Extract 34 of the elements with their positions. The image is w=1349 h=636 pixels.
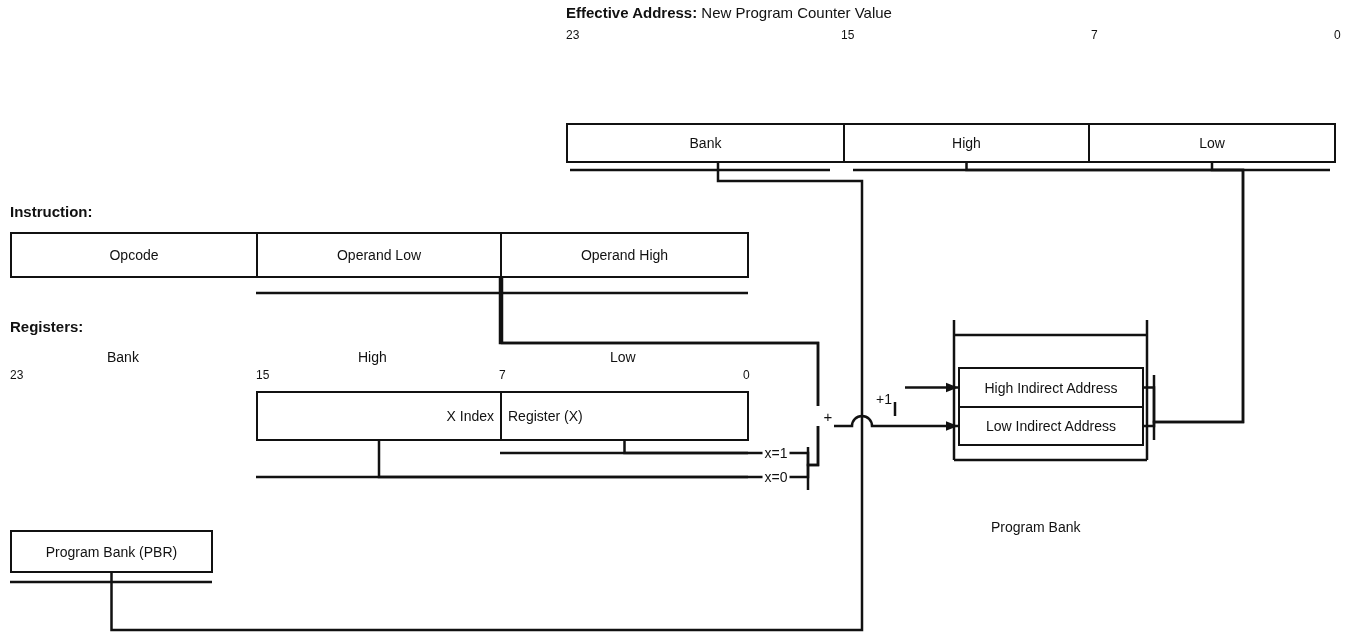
adder-sign: + <box>822 406 834 426</box>
section-heading: Registers: <box>10 318 84 335</box>
section-heading: Instruction: <box>10 203 93 220</box>
edge-label: x=1 <box>762 445 790 461</box>
register-field: High <box>843 123 1090 163</box>
field-label: +1 <box>876 391 892 407</box>
register-field: Operand Low <box>256 232 502 278</box>
bit-number: 15 <box>256 368 270 382</box>
bit-number: 7 <box>1091 28 1098 42</box>
register-field: Opcode <box>10 232 258 278</box>
connector-line <box>377 426 820 479</box>
field-label: High <box>358 349 387 365</box>
edge-label: x=0 <box>762 469 790 485</box>
bit-number: 0 <box>743 368 750 382</box>
register-field: Operand High <box>500 232 749 278</box>
bit-number: 15 <box>841 28 855 42</box>
arrow <box>834 414 958 431</box>
register-field: High Indirect Address <box>958 367 1144 408</box>
register-field: X Index <box>256 391 502 441</box>
bit-number: 23 <box>566 28 580 42</box>
register-field: Low Indirect Address <box>958 406 1144 446</box>
field-label: Program Bank <box>991 519 1081 535</box>
field-label: Low <box>610 349 636 365</box>
register-field: Program Bank (PBR) <box>10 530 213 573</box>
connector-line <box>110 163 864 632</box>
bit-number: 7 <box>499 368 506 382</box>
register-field: Bank <box>566 123 845 163</box>
heading: Effective Address: New Program Counter Value <box>566 4 892 21</box>
register-field: Register (X) <box>500 391 749 441</box>
bit-number: 0 <box>1334 28 1341 42</box>
field-label: Bank <box>107 349 139 365</box>
register-field: Low <box>1088 123 1336 163</box>
arrow <box>905 382 958 393</box>
bit-number: 23 <box>10 368 24 382</box>
